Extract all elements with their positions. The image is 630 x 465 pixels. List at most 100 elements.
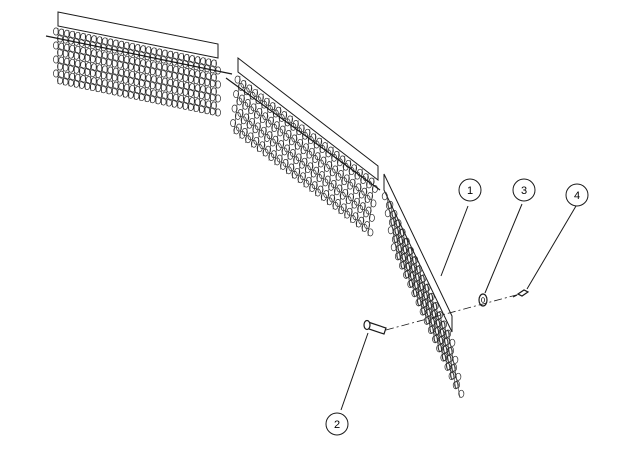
mesh-link <box>106 86 112 95</box>
mesh-link <box>357 168 363 177</box>
mesh-link <box>346 207 353 216</box>
mesh-link <box>268 116 275 125</box>
panel-lower-right <box>381 173 465 399</box>
mesh-link <box>269 102 276 111</box>
mesh-link <box>58 28 65 37</box>
mesh-link <box>449 364 456 373</box>
mesh-link <box>326 161 333 170</box>
mesh-link <box>123 55 130 64</box>
mesh-link <box>287 115 294 124</box>
mesh-link <box>112 81 119 90</box>
callout-4-label: 4 <box>574 190 580 202</box>
mesh-link <box>178 66 185 75</box>
mesh-link <box>247 132 254 141</box>
mesh-link <box>361 187 368 196</box>
mesh-link <box>435 311 442 320</box>
mesh-link <box>112 39 119 48</box>
mesh-link <box>69 72 76 81</box>
callout-2: 2 <box>325 412 349 436</box>
mesh-link <box>160 97 167 106</box>
mesh-link <box>263 97 270 106</box>
mesh-strand <box>356 169 363 228</box>
mesh-link <box>330 180 337 188</box>
mesh-link <box>335 199 341 207</box>
mesh-link <box>91 63 98 72</box>
mesh-link <box>160 69 167 78</box>
mesh-link <box>149 81 156 90</box>
mesh-link <box>156 48 163 57</box>
mesh-link <box>439 321 446 330</box>
mesh-link <box>381 192 388 201</box>
mesh-link <box>204 92 211 101</box>
mesh-link <box>58 42 65 51</box>
mesh-link <box>193 104 200 113</box>
mesh-link <box>193 90 200 99</box>
mesh-link <box>342 188 349 197</box>
mesh-link <box>106 58 112 67</box>
mesh-link <box>414 265 421 274</box>
mesh-link <box>364 221 371 230</box>
mesh-link <box>452 355 459 364</box>
mesh-link <box>284 144 291 153</box>
mesh-link <box>254 122 261 131</box>
mesh-link <box>211 73 217 82</box>
mesh-link <box>240 80 247 89</box>
mesh-link <box>291 134 298 143</box>
mesh-strand <box>262 98 270 157</box>
mesh-link <box>134 58 141 67</box>
mesh-link <box>80 61 87 69</box>
mesh-link <box>348 193 355 202</box>
mesh-link <box>243 113 250 122</box>
mesh-link <box>84 68 91 76</box>
part-clip <box>512 289 530 298</box>
mesh-link <box>394 219 401 228</box>
mesh-link <box>298 124 305 133</box>
mesh-strand <box>239 80 247 139</box>
mesh-strand <box>367 177 375 237</box>
mesh-link <box>145 88 152 97</box>
mesh-link <box>279 125 286 134</box>
mesh-link <box>112 67 119 76</box>
mesh-link <box>354 197 360 206</box>
mesh-link <box>303 143 309 152</box>
mesh-link <box>167 92 174 101</box>
mesh-link <box>313 166 320 175</box>
mesh-link <box>319 171 325 180</box>
mesh-strand <box>309 133 317 192</box>
mesh-link <box>215 108 221 117</box>
mesh-link <box>123 83 130 92</box>
mesh-link <box>355 183 362 192</box>
mesh-link <box>399 228 406 237</box>
mesh-link <box>256 107 263 116</box>
mesh-link <box>288 163 295 172</box>
mesh-link <box>398 229 405 238</box>
mesh-link <box>189 69 196 78</box>
mesh-link <box>249 117 256 126</box>
mesh-link <box>273 121 280 130</box>
mesh-link <box>406 247 413 256</box>
mesh-link <box>189 55 196 64</box>
mesh-link <box>116 60 123 69</box>
mesh-link <box>252 88 259 97</box>
mesh-link <box>211 87 217 96</box>
mesh-link <box>91 77 98 86</box>
mesh-link <box>138 93 145 102</box>
mesh-link <box>272 135 279 144</box>
mesh-link <box>69 44 76 53</box>
mesh-link <box>211 59 217 68</box>
mesh-link <box>127 76 134 85</box>
callout-3: 3 <box>512 178 536 202</box>
mesh-link <box>332 165 339 174</box>
mesh-link <box>134 72 141 81</box>
mesh-link <box>281 111 288 120</box>
mesh-link <box>343 174 350 183</box>
mesh-link <box>365 206 372 215</box>
mesh-link <box>171 71 178 80</box>
mesh-link <box>276 154 283 163</box>
panel-middle-rail <box>237 56 379 182</box>
mesh-link <box>156 90 163 99</box>
mesh-link <box>442 338 449 347</box>
mesh-link <box>410 256 417 265</box>
mesh-link <box>215 80 221 89</box>
